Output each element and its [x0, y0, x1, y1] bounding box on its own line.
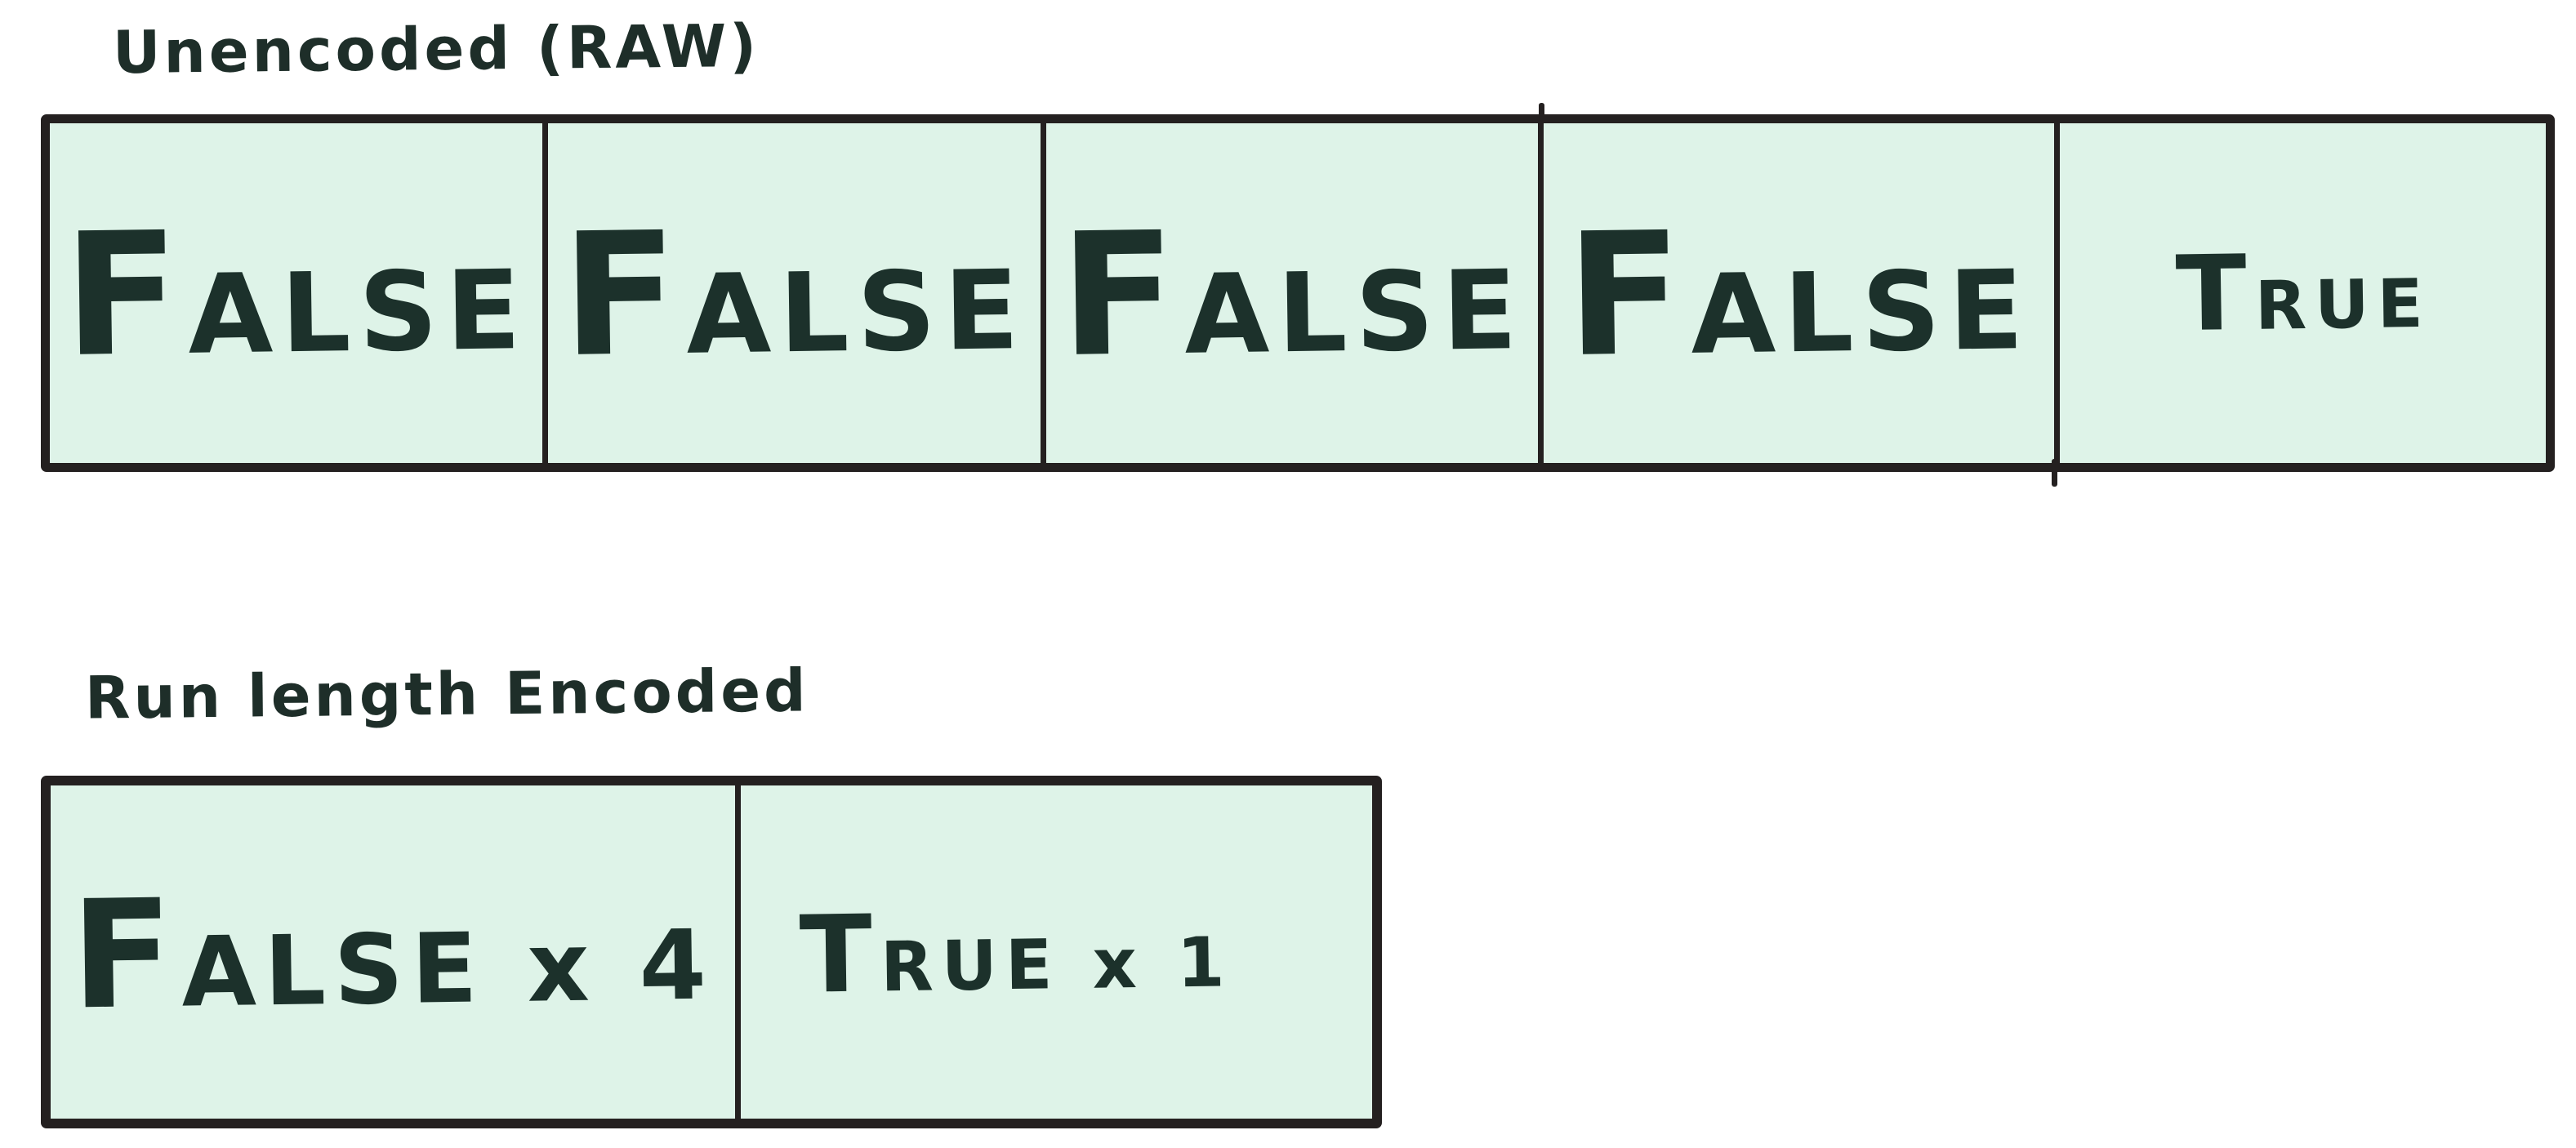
encoded-cell-1-value: FALSE x 4 [69, 867, 715, 1043]
raw-cell-5: TRUE [2054, 123, 2546, 463]
encoded-cell-2-value: TRUE x 1 [798, 892, 1234, 1017]
raw-cell-4-value: FALSE [1565, 195, 2033, 395]
raw-cell-3: FALSE [1040, 123, 1538, 463]
raw-cell-4: FALSE [1538, 123, 2054, 463]
raw-cell-2-value: FALSE [560, 195, 1028, 395]
raw-cell-1-value: FALSE [62, 195, 530, 395]
raw-cell-2: FALSE [542, 123, 1040, 463]
encoded-cell-1: FALSE x 4 [51, 785, 735, 1119]
raw-cell-1: FALSE [50, 123, 542, 463]
raw-cell-3-value: FALSE [1058, 195, 1526, 395]
pen-overshoot-mark-top [1539, 103, 1544, 124]
unencoded-row: FALSE FALSE FALSE FALSE TRUE [41, 114, 2555, 472]
encoded-cell-2: TRUE x 1 [734, 785, 1372, 1119]
encoded-row: FALSE x 4 TRUE x 1 [41, 776, 1382, 1128]
pen-overshoot-mark-bottom [2052, 459, 2057, 487]
raw-cell-5-value: TRUE [2174, 233, 2431, 355]
unencoded-raw-label: Unencoded (RAW) [112, 11, 760, 87]
run-length-encoded-label: Run length Encoded [84, 656, 809, 732]
